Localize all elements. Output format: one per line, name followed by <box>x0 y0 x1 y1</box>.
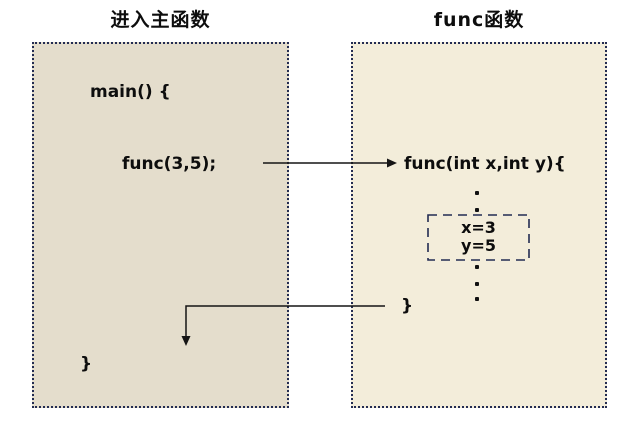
func-header-line: func(int x,int y){ <box>404 154 566 174</box>
param-assignment-box: x=3 y=5 <box>427 214 530 261</box>
func-closing-brace: } <box>401 296 414 316</box>
ellipsis-dot-icon <box>475 297 479 301</box>
main-panel-title: 进入主函数 <box>110 9 211 31</box>
main-open-line: main() { <box>90 82 171 102</box>
func-call-line: func(3,5); <box>122 154 217 174</box>
ellipsis-dot-icon <box>475 282 479 286</box>
ellipsis-dot-icon <box>475 191 479 195</box>
main-closing-brace: } <box>80 354 93 374</box>
ellipsis-dot-icon <box>475 265 479 269</box>
ellipsis-dot-icon <box>475 208 479 212</box>
main-function-panel <box>32 42 289 408</box>
param-y-value: y=5 <box>461 236 496 255</box>
param-x-value: x=3 <box>461 218 496 237</box>
func-panel-title: func函数 <box>433 9 525 31</box>
